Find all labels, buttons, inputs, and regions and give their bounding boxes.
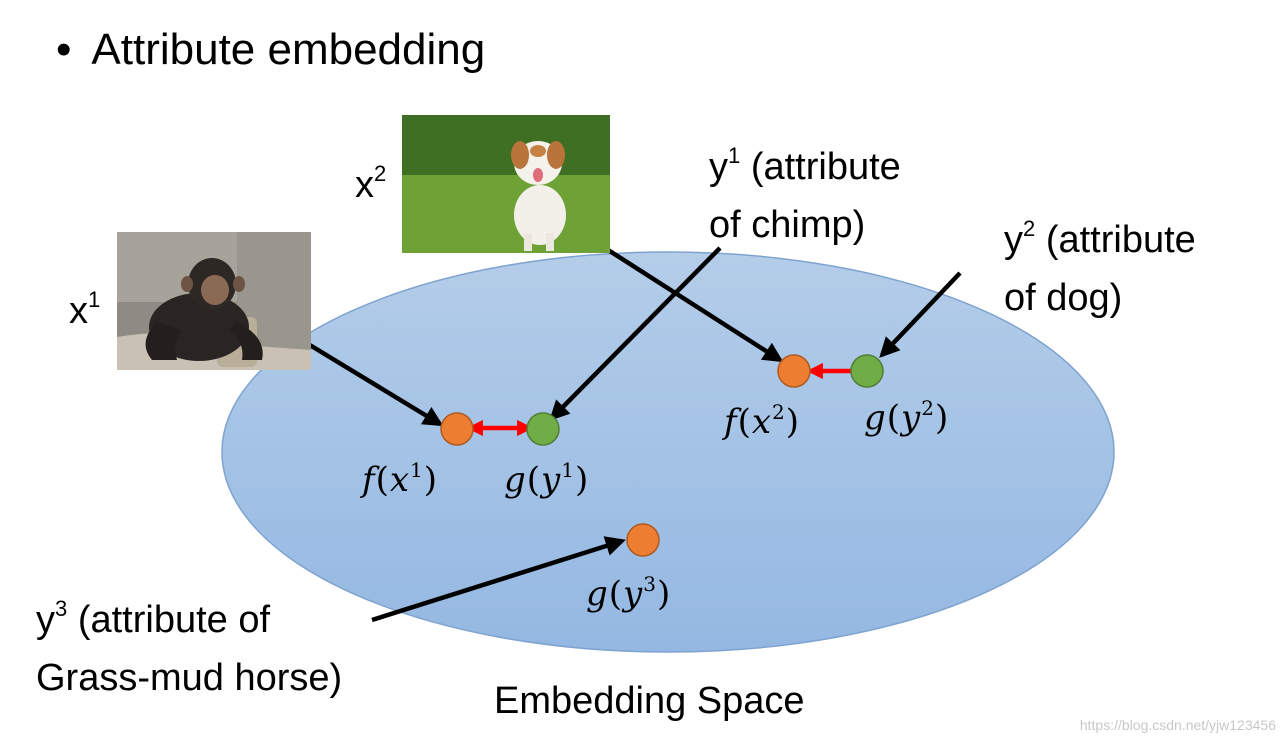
- y3-sup: 3: [55, 596, 68, 621]
- y2-sup: 2: [1023, 216, 1036, 241]
- title-bullet: •: [56, 25, 72, 74]
- g-y1-fn: g: [504, 460, 527, 500]
- f-x1-fn: f: [362, 460, 376, 500]
- chimp-photo: [117, 232, 311, 370]
- g-y3-sup: 3: [643, 572, 657, 596]
- arrow-x2-to-f-x2: [578, 230, 784, 363]
- x1-label-sup: 1: [88, 287, 101, 312]
- y2-line1: (attribute: [1045, 219, 1196, 261]
- g-y2-fn: g: [864, 398, 887, 438]
- slide-title: • Attribute embedding: [56, 28, 485, 72]
- arrow-x1-to-f-x1: [288, 331, 444, 427]
- dot-g-y1: [526, 412, 560, 446]
- y2-line2: of dog): [1004, 277, 1123, 319]
- f-x2-sup: 2: [772, 400, 786, 424]
- x1-label: x1: [69, 287, 101, 332]
- arrow-y3-to-g-y3: [371, 536, 626, 623]
- watermark: https://blog.csdn.net/yjw123456: [1079, 717, 1276, 733]
- f-x2-fn: f: [724, 402, 738, 442]
- x1-label-base: x: [69, 290, 88, 332]
- dot-f-x2: [777, 354, 811, 388]
- dot-g-y2: [850, 354, 884, 388]
- g-y1-var: y: [541, 460, 562, 500]
- f-x2-var: x: [751, 402, 773, 442]
- dog-photo: [402, 115, 610, 253]
- arrow-y2-to-g-y2: [879, 271, 962, 358]
- g-y1-sup: 1: [561, 458, 575, 482]
- label-f-x1: f(x1): [362, 458, 439, 500]
- title-text: Attribute embedding: [91, 25, 486, 74]
- g-y2-sup: 2: [921, 396, 935, 420]
- embedding-space-label: Embedding Space: [494, 680, 805, 722]
- dot-g-y3: [626, 523, 660, 557]
- y3-line1: (attribute of: [77, 599, 271, 641]
- x2-label-sup: 2: [374, 161, 387, 186]
- y1-attribute-label: y1 (attribute of chimp): [709, 143, 901, 246]
- y1-line1: (attribute: [750, 146, 901, 188]
- f-x1-var: x: [389, 460, 411, 500]
- dot-f-x1: [440, 412, 474, 446]
- g-y2-var: y: [901, 398, 922, 438]
- x2-label-base: x: [355, 164, 374, 206]
- label-g-y1: g(y1): [504, 458, 590, 500]
- x2-label: x2: [355, 161, 387, 206]
- label-g-y2: g(y2): [864, 396, 950, 438]
- y3-attribute-label: y3 (attribute of Grass-mud horse): [36, 596, 343, 699]
- y2-attribute-label: y2 (attribute of dog): [1004, 216, 1196, 319]
- y1-base: y: [709, 146, 728, 188]
- g-y3-var: y: [623, 574, 644, 614]
- arrow-y1-to-g-y1: [549, 246, 722, 421]
- label-f-x2: f(x2): [724, 400, 801, 442]
- label-g-y3: g(y3): [586, 572, 672, 614]
- f-x1-sup: 1: [410, 458, 424, 482]
- y1-line2: of chimp): [709, 204, 866, 246]
- y1-sup: 1: [728, 143, 741, 168]
- g-y3-fn: g: [586, 574, 609, 614]
- y3-line2: Grass-mud horse): [36, 657, 343, 699]
- y2-base: y: [1004, 219, 1023, 261]
- y3-base: y: [36, 599, 55, 641]
